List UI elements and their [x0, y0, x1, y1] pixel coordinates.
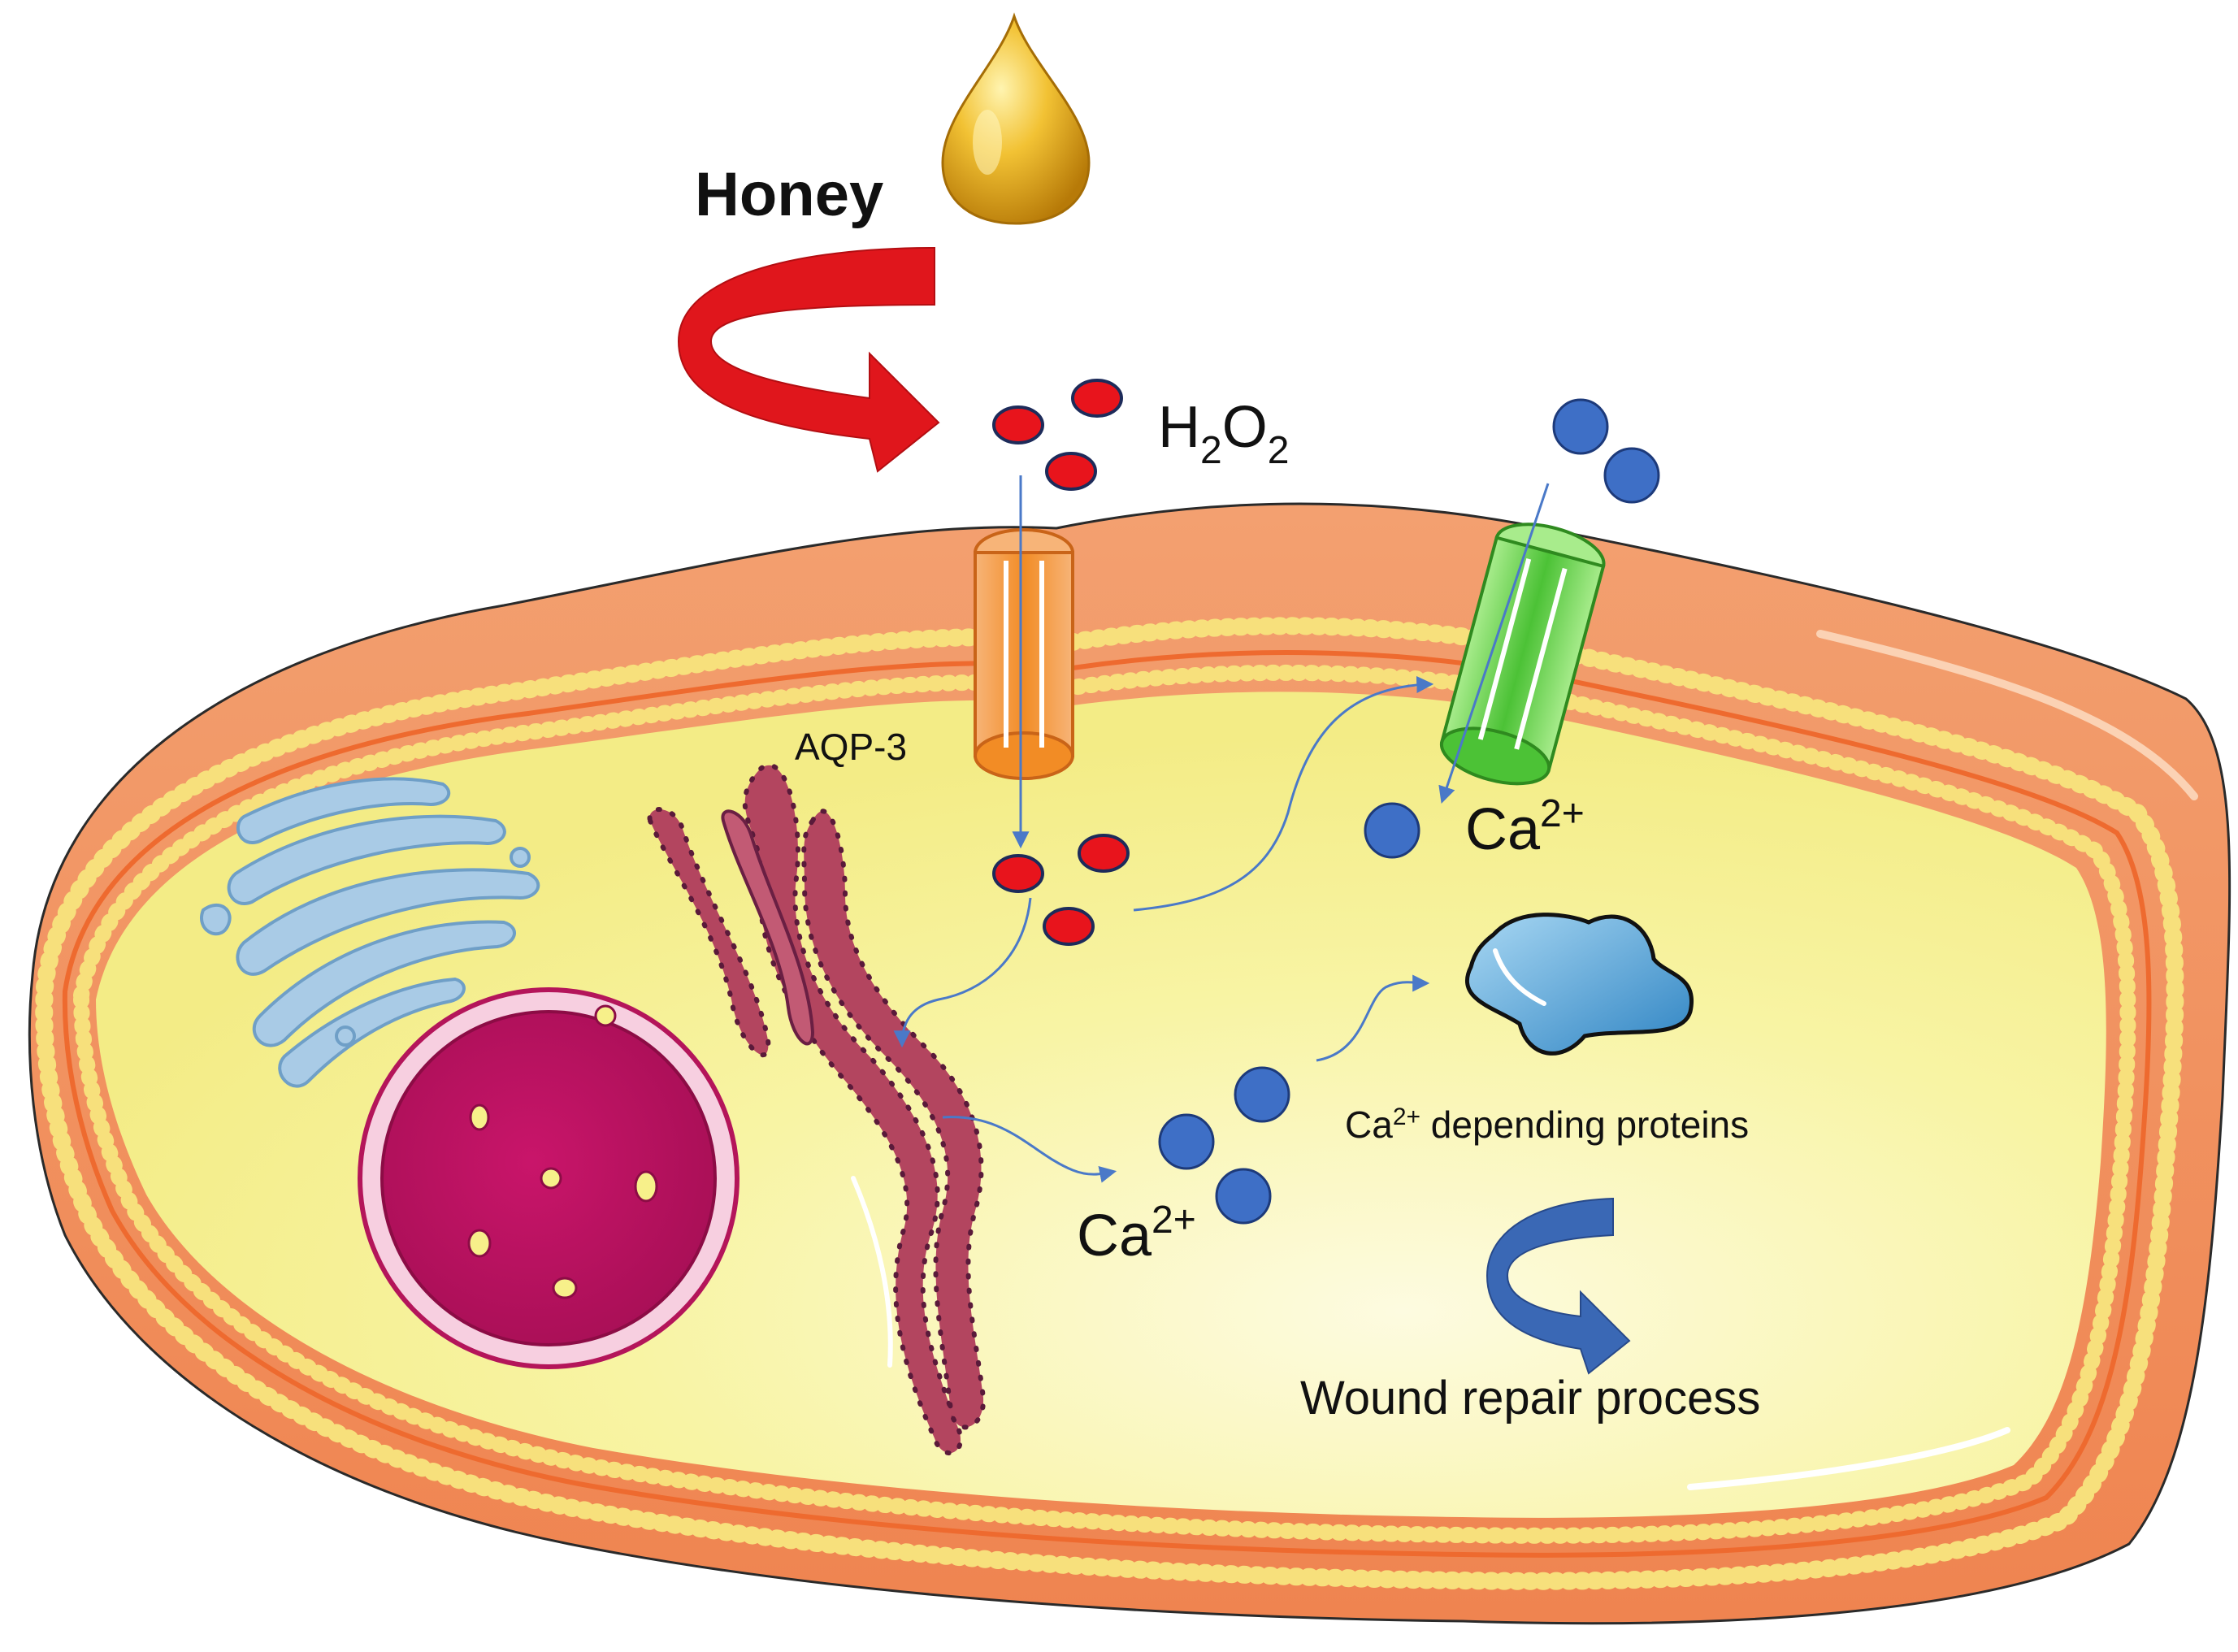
honey-curved-arrow-icon	[677, 246, 940, 473]
flow-arrow-h2o2-to-ca-channel	[1133, 676, 1434, 912]
h2o2-particles-inside	[992, 834, 1130, 946]
flow-arrow-ca-entry	[1438, 483, 1550, 804]
h2o2-label: H2O2	[1158, 395, 1289, 472]
endoplasmic-reticulum	[647, 762, 987, 1456]
nucleus-pores	[467, 1004, 658, 1299]
flow-arrow-h2o2-to-er	[893, 897, 1032, 1048]
h2o2-particles-outside	[992, 379, 1123, 491]
wound-repair-label: Wound repair process	[1300, 1372, 1760, 1424]
flow-arrow-ca-to-protein	[1316, 974, 1430, 1062]
flow-arrow-er-to-ca	[942, 1116, 1117, 1183]
calcium-label-released: Ca2+	[1077, 1199, 1196, 1268]
repair-curved-arrow-icon	[1485, 1197, 1631, 1375]
nucleus	[358, 987, 739, 1369]
calcium-particles-outside	[1552, 398, 1660, 504]
calcium-label-channel: Ca2+	[1465, 792, 1585, 862]
honey-label: Honey	[695, 160, 883, 229]
membrane-lipid-rim	[35, 617, 2184, 1590]
golgi-apparatus	[200, 777, 540, 1088]
membrane-highlight	[1816, 630, 2198, 800]
calcium-dependent-proteins-label: Ca2+ depending proteins	[1345, 1104, 1749, 1146]
aqp3-channel	[974, 528, 1074, 780]
calcium-dependent-protein	[1464, 913, 1694, 1056]
flow-arrows	[893, 475, 1550, 1183]
calcium-channel	[1439, 522, 1606, 786]
cytoplasm-shine	[1687, 1427, 2010, 1490]
membrane-lipid-rim-inner	[72, 664, 2136, 1544]
calcium-particle-inside	[1364, 802, 1420, 859]
calcium-particles-released	[1158, 1066, 1290, 1225]
membrane-inner-band	[62, 650, 2152, 1558]
honey-drop-icon	[941, 12, 1091, 225]
aqp3-label: AQP-3	[795, 726, 907, 768]
